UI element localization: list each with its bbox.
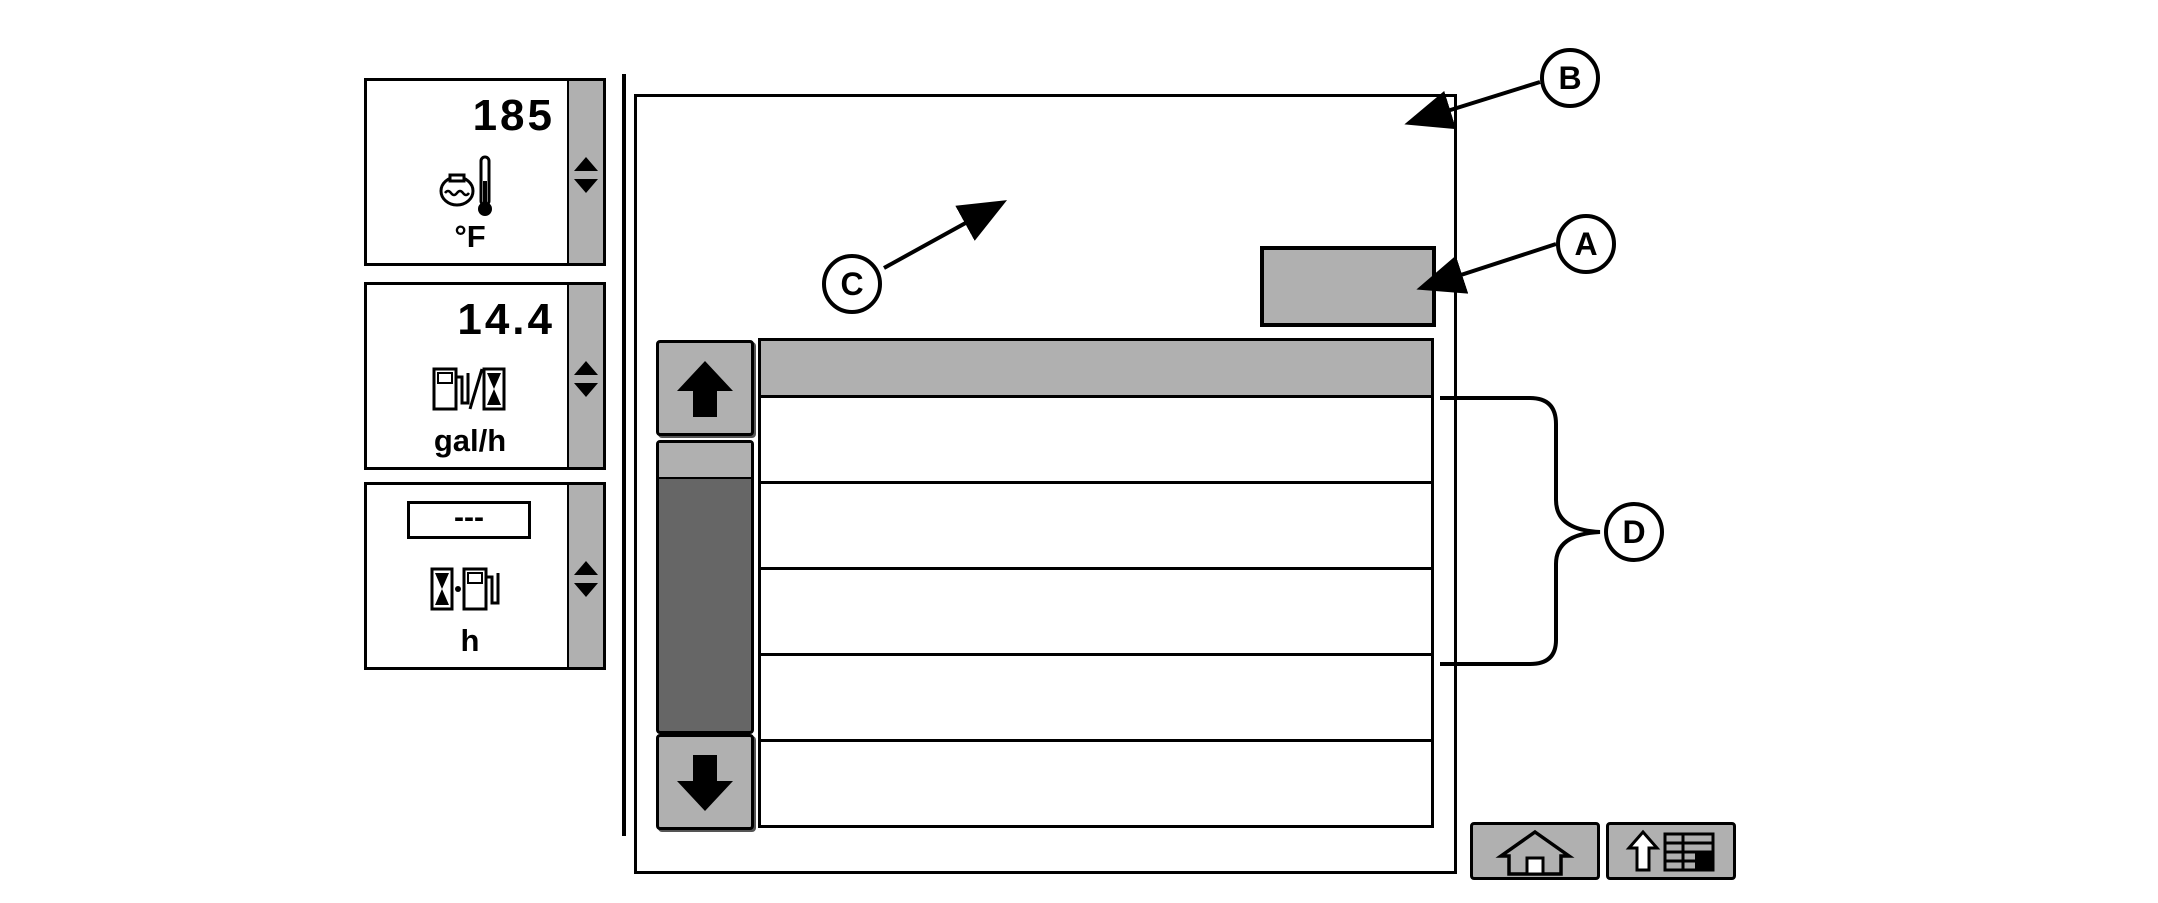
hours-per-fuel-icon bbox=[367, 555, 573, 625]
gauge-hours-per-fuel[interactable]: --- h bbox=[364, 482, 606, 670]
callout-a: A bbox=[1556, 214, 1616, 274]
scroll-down-button[interactable] bbox=[656, 734, 754, 830]
gauge-scroll-strip[interactable] bbox=[567, 285, 603, 467]
up-down-icon bbox=[574, 361, 598, 397]
callout-b: B bbox=[1540, 48, 1600, 108]
gauge-value: --- bbox=[407, 501, 531, 539]
gauge-scroll-strip[interactable] bbox=[567, 485, 603, 667]
gauge-scroll-strip[interactable] bbox=[567, 81, 603, 263]
home-button[interactable] bbox=[1470, 822, 1600, 880]
callout-c: C bbox=[822, 254, 882, 314]
fuel-rate-icon bbox=[367, 355, 573, 425]
callout-d: D bbox=[1604, 502, 1664, 562]
list-item[interactable] bbox=[758, 656, 1434, 742]
divider bbox=[622, 74, 626, 836]
menu-list-icon bbox=[1625, 829, 1715, 872]
gauge-fuel-rate[interactable]: 14.4 gal/h bbox=[364, 282, 606, 470]
list-header bbox=[758, 338, 1434, 398]
list-item[interactable] bbox=[758, 398, 1434, 484]
gauge-unit: °F bbox=[454, 219, 486, 254]
arrow-up-icon bbox=[677, 361, 733, 417]
scroll-up-button[interactable] bbox=[656, 340, 754, 436]
list-item[interactable] bbox=[758, 484, 1434, 570]
gauge-coolant-temperature[interactable]: 185 °F bbox=[364, 78, 606, 266]
up-down-icon bbox=[574, 157, 598, 193]
gauge-unit: h bbox=[460, 623, 480, 658]
header-value-box[interactable] bbox=[1260, 246, 1436, 327]
arrow-down-icon bbox=[677, 755, 733, 811]
menu-button[interactable] bbox=[1606, 822, 1736, 880]
engine-coolant-temperature-icon bbox=[367, 151, 573, 221]
list-item[interactable] bbox=[758, 570, 1434, 656]
scrollbar-thumb-cap[interactable] bbox=[659, 443, 751, 479]
list-item[interactable] bbox=[758, 742, 1434, 828]
gauge-unit: gal/h bbox=[433, 423, 507, 458]
up-down-icon bbox=[574, 561, 598, 597]
gauge-value: 14.4 bbox=[457, 295, 555, 344]
gauge-value: 185 bbox=[472, 91, 555, 140]
scrollbar-track[interactable] bbox=[656, 440, 754, 734]
home-icon bbox=[1495, 829, 1575, 876]
